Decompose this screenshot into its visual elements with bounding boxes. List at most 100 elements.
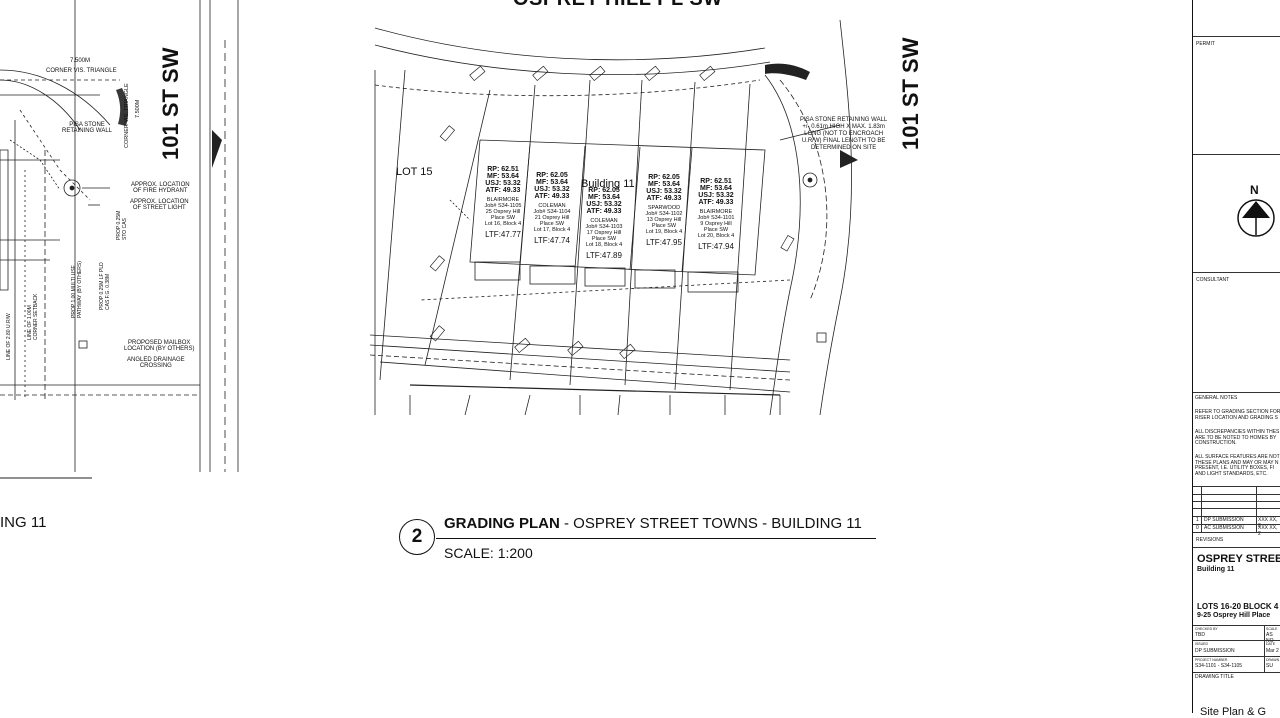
multi-use-label: PROP 1.00 MULTI USE PATHWAY (BY OTHERS) [71, 261, 83, 318]
north-label: N [1250, 183, 1259, 197]
lot-job: Job# S34-1105 [484, 203, 522, 209]
permit-label: PERMIT [1196, 41, 1215, 47]
lot-ltf: LTF:47.95 [646, 238, 682, 247]
revision-1-date: XXX XX, 2 [1258, 517, 1278, 529]
lot-model: COLEMAN [538, 203, 566, 209]
checked-by-label: CHECKED BY [1195, 627, 1218, 631]
lot-rp: RP: 62.05 [536, 172, 568, 179]
revision-col-1 [1201, 486, 1202, 532]
project-name: OSPREY STREET [1197, 553, 1280, 565]
drainage-label: ANGLED DRAINAGE CROSSING [127, 357, 185, 369]
checked-by-value: TBD [1195, 632, 1205, 638]
lot-ltf: LTF:47.89 [586, 251, 622, 260]
general-note-2: ALL DISCREPANCIES WITHIN THES ARE TO BE … [1195, 429, 1280, 446]
general-notes-label: GENERAL NOTES [1195, 395, 1238, 401]
lot-number: Lot 17, Block 4 [533, 227, 571, 233]
lot-job: Job# S34-1102 [645, 211, 683, 217]
left-street-label: 101 ST SW [158, 47, 183, 160]
lot-mf: MF: 53.64 [700, 185, 732, 192]
revision-col-2 [1256, 486, 1257, 532]
corner-setback-label: LINE OF 1.00M CORNER SETBACK [27, 293, 39, 340]
lot-job: Job# S34-1104 [533, 209, 571, 215]
lot-rp: RP: 62.51 [487, 166, 519, 173]
lot-addr2: Place SW [539, 221, 565, 227]
drawn-value: SU [1266, 663, 1273, 669]
general-note-3: ALL SURFACE FEATURES ARE NOT THESE PLANS… [1195, 454, 1280, 477]
issued-label: ISSUED [1195, 642, 1209, 646]
lot-block: RP: 62.05 MF: 53.64 USJ: 53.32 ATF: 49.3… [637, 174, 691, 247]
lot-atf: ATF: 49.33 [534, 193, 570, 200]
scale-label: SCALE [1266, 627, 1278, 631]
lot-usj: USJ: 53.32 [646, 188, 682, 195]
lot-atf: ATF: 49.33 [485, 187, 521, 194]
drawing-number: 2 [411, 526, 423, 547]
drawing-title-rest: - OSPREY STREET TOWNS - BUILDING 11 [559, 515, 862, 532]
left-plan-drawing [0, 0, 239, 479]
lot-job: Job# S34-1103 [585, 224, 623, 230]
building-name: Building 11 [581, 178, 635, 190]
revision-0-desc: AC SUBMISSION [1204, 525, 1244, 531]
project-subtitle: Building 11 [1197, 566, 1235, 573]
date-value: Mar 2 [1266, 648, 1279, 654]
sidebar-title-block [1192, 0, 1280, 713]
urw-label: LINE OF 2.80 U.R/W [6, 313, 12, 360]
left-pisa-wall-label: PISA STONE RETAINING WALL [62, 122, 113, 134]
project-address: 9-25 Osprey Hill Place [1197, 612, 1271, 619]
revision-1-desc: DP SUBMISSION [1204, 517, 1244, 523]
project-number-value: S34-1101 - S34-1105 [1195, 663, 1243, 669]
lot-job: Job# S34-1101 [697, 215, 735, 221]
lot-rp: RP: 62.05 [588, 187, 620, 194]
fire-hydrant-label: APPROX. LOCATION OF FIRE HYDRANT [131, 182, 190, 194]
lot-ltf: LTF:47.77 [485, 230, 521, 239]
issued-value: DP SUBMISSION [1195, 648, 1235, 654]
lot-model: BLAIRMORE [486, 197, 520, 203]
lot-atf: ATF: 49.33 [586, 208, 622, 215]
lot-model: BLAIRMORE [699, 209, 733, 215]
lot-atf: ATF: 49.33 [698, 199, 734, 206]
mailbox-label: PROPOSED MAILBOX LOCATION (BY OTHERS) [124, 340, 195, 352]
lot-addr1: 13 Osprey Hill [646, 217, 682, 223]
pisa-note-right: PISA STONE RETAINING WALL +/- 0.61m HIGH… [800, 117, 888, 151]
right-street-label: 101 ST SW [898, 37, 923, 150]
revision-0-number: 0 [1196, 525, 1199, 531]
lot-usj: USJ: 53.32 [698, 192, 734, 199]
lot-usj: USJ: 53.32 [534, 186, 570, 193]
lot-addr1: 9 Osprey Hill [700, 221, 732, 227]
lot-addr2: Place SW [651, 223, 677, 229]
drawing-number-circle: 2 [399, 519, 435, 555]
lot-mf: MF: 53.64 [536, 179, 568, 186]
lot-block: RP: 62.51 MF: 53.64 USJ: 53.32 ATF: 49.3… [476, 166, 530, 239]
left-dim-vertical: 7.500M [135, 99, 141, 118]
lot-mf: MF: 53.64 [648, 181, 680, 188]
lot-addr2: Place SW [591, 236, 617, 242]
north-arrow-icon [1236, 198, 1276, 243]
revision-1-number: 1 [1196, 517, 1199, 523]
info-col [1264, 625, 1265, 673]
lot-model: SPARWOOD [647, 205, 681, 211]
consultant-label: CONSULTANT [1196, 277, 1230, 283]
lot-addr1: 17 Osprey Hill [586, 230, 622, 236]
lot-mf: MF: 53.64 [487, 173, 519, 180]
lot-addr1: 21 Osprey Hill [534, 215, 570, 221]
lot-number: Lot 18, Block 4 [585, 242, 623, 248]
lot-number: Lot 16, Block 4 [484, 221, 522, 227]
project-number-label: PROJECT NUMBER [1195, 658, 1228, 662]
left-title-partial: ING 11 [0, 514, 47, 531]
lot-addr2: Place SW [490, 215, 516, 221]
drawing-title: GRADING PLAN - OSPREY STREET TOWNS - BUI… [444, 515, 862, 532]
drawing-scale: SCALE: 1:200 [444, 545, 533, 561]
prop-cas-label: PROP 0.25M LF PLD CAS F.G. 0.38M [99, 262, 111, 310]
prop-sto-label: PROP 0.25M STO CAS [116, 210, 128, 240]
drawn-label: DRAWN [1266, 658, 1280, 662]
lot-addr2: Place SW [703, 227, 729, 233]
grading-plan-drawing [370, 19, 858, 416]
project-lots: LOTS 16-20 BLOCK 4 [1197, 602, 1279, 611]
top-street-label: OSPREY HILL PL SW [513, 0, 723, 11]
lot-mf: MF: 53.64 [588, 194, 620, 201]
lot-rp: RP: 62.05 [648, 174, 680, 181]
lot-addr1: 25 Osprey Hill [485, 209, 521, 215]
drawing-title-label: DRAWING TITLE [1195, 674, 1234, 680]
left-dim-label: 7.500M [70, 58, 91, 64]
lot-ltf: LTF:47.94 [698, 242, 734, 251]
lot-block: RP: 62.51 MF: 53.64 USJ: 53.32 ATF: 49.3… [689, 178, 743, 251]
